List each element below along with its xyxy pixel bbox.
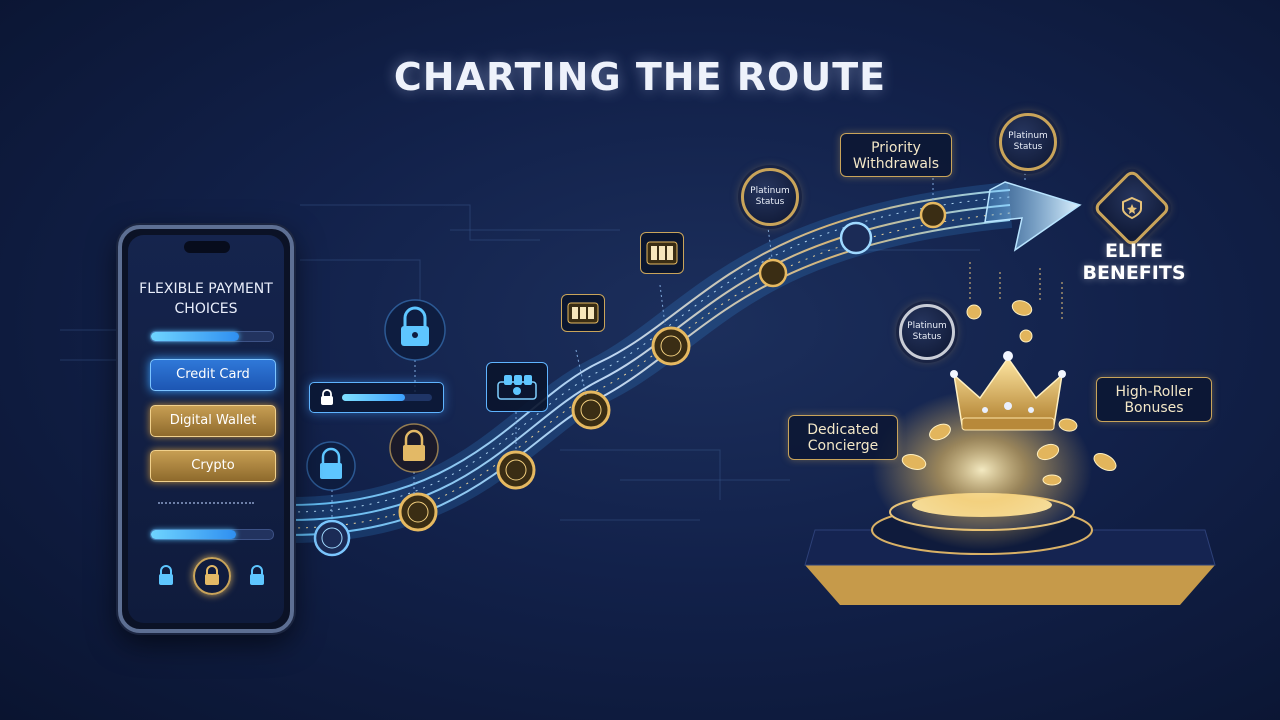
top-progress-bar [150,331,274,342]
route-progress-card [309,382,444,413]
lock-icon [152,562,180,590]
flying-coins [901,300,1117,486]
slot-machine-icon [561,294,605,332]
route-coins [313,201,947,557]
route-progress-fill [342,394,405,401]
coin-icon [839,221,873,255]
coin-icon [571,390,611,430]
bottom-progress-fill [151,530,237,539]
crypto-button[interactable]: Crypto [150,450,276,482]
crown-icon [950,351,1066,431]
coin-icon [398,492,438,532]
phone-mockup: FLEXIBLE PAYMENT CHOICES Credit Card Dig… [118,225,294,633]
coin-icon [651,326,691,366]
coin-icon [313,519,351,557]
digital-wallet-button[interactable]: Digital Wallet [150,405,276,437]
coin-icon [496,450,536,490]
platinum-status-badge: Platinum Status [899,304,955,360]
page-title: CHARTING THE ROUTE [393,55,887,99]
fine-print [158,502,254,506]
high-roller-bonuses-label: High-Roller Bonuses [1096,377,1212,422]
arrow-icon [984,181,1082,252]
coin-icon [758,258,788,288]
wallet-icon [486,362,548,412]
connector-pins [331,168,1026,520]
priority-withdrawals-label: Priority Withdrawals [840,133,952,177]
lock-icon [384,299,446,361]
elite-benefits-label: ELITE BENEFITS [1082,240,1186,284]
payment-choices-heading: FLEXIBLE PAYMENT CHOICES [139,281,273,317]
circuit-lines [60,204,980,521]
sparkle-pins [969,262,1063,320]
platinum-status-badge: Platinum Status [741,168,799,226]
shield-star-icon [1092,168,1172,248]
lock-icon [321,389,333,405]
lock-icon [306,441,356,491]
phone-screen: FLEXIBLE PAYMENT CHOICES Credit Card Dig… [128,235,284,623]
dedicated-concierge-label: Dedicated Concierge [788,415,898,460]
route-progress-bar [342,394,432,401]
coin-icon [919,201,947,229]
lock-icon [193,557,231,595]
phone-notch [184,241,230,253]
bottom-progress-bar [150,529,274,540]
lock-icon [243,562,271,590]
slot-machine-icon [640,232,684,274]
platinum-status-badge: Platinum Status [999,113,1057,171]
credit-card-button[interactable]: Credit Card [150,359,276,391]
lock-icon [389,423,439,473]
top-progress-fill [151,332,239,341]
